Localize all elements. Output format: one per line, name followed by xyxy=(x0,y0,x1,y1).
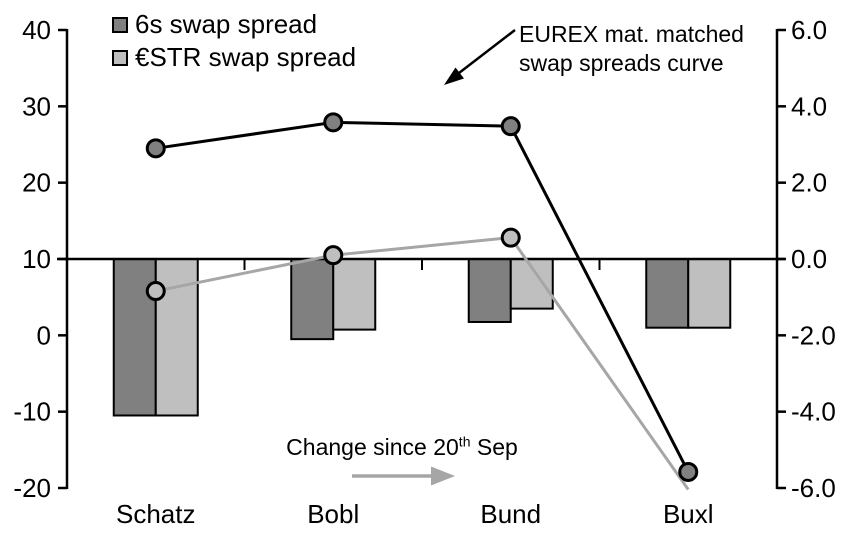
change-arrow-icon xyxy=(352,466,455,486)
left-axis-tick-label: 20 xyxy=(22,168,51,198)
left-axis-tick-label: -10 xyxy=(13,397,51,427)
category-label: Buxl xyxy=(663,499,714,529)
legend-swatch-estr xyxy=(112,49,128,66)
curve-annotation-arrow-icon xyxy=(444,29,516,85)
change-since-label: Change since 20th Sep xyxy=(286,434,518,461)
data-point-marker xyxy=(145,281,166,302)
data-point-marker xyxy=(500,116,521,137)
right-axis-tick-label: -6.0 xyxy=(791,473,836,503)
legend-label-6s: 6s swap spread xyxy=(135,9,318,39)
left-axis-tick-label: 40 xyxy=(22,15,51,45)
data-point-marker xyxy=(323,245,344,266)
legend-item-estr: €STR swap spread xyxy=(112,41,356,74)
left-axis-tick-label: 10 xyxy=(22,244,51,274)
bar xyxy=(645,258,690,329)
curve-annotation: EUREX mat. matched swap spreads curve xyxy=(519,20,744,78)
data-point-marker xyxy=(500,227,521,248)
line-series-6s xyxy=(145,112,699,482)
data-point-marker xyxy=(323,112,344,133)
line-series-estr xyxy=(145,227,690,491)
right-axis-tick-label: 2.0 xyxy=(791,168,827,198)
arrow-shaft xyxy=(458,29,516,74)
bar xyxy=(112,258,157,417)
bar xyxy=(290,258,335,341)
data-point-marker xyxy=(678,461,699,482)
right-axis-tick-label: 0.0 xyxy=(791,244,827,274)
left-axis-tick-label: 0 xyxy=(37,320,51,350)
bar-series-estr xyxy=(154,258,732,417)
chart-legend: 6s swap spread €STR swap spread xyxy=(112,8,356,74)
legend-item-6s: 6s swap spread xyxy=(112,8,356,41)
left-axis-tick-label: -20 xyxy=(13,473,51,503)
bar xyxy=(332,258,377,331)
data-point-marker xyxy=(145,138,166,159)
right-axis-tick-label: 4.0 xyxy=(791,91,827,121)
bar xyxy=(687,258,732,329)
legend-label-estr: €STR swap spread xyxy=(135,42,357,72)
category-label: Bund xyxy=(480,499,541,529)
arrow-head xyxy=(444,67,464,85)
change-since-prefix: Change since 20 xyxy=(286,434,459,460)
change-since-suffix: Sep xyxy=(470,434,518,460)
curve-annotation-line2: swap spreads curve xyxy=(519,50,724,76)
bar xyxy=(467,258,512,323)
line-path xyxy=(155,120,690,473)
category-label: Bobl xyxy=(307,499,359,529)
bar-groups xyxy=(112,258,732,417)
arrow-head xyxy=(431,466,455,486)
left-axis-tick-label: 30 xyxy=(22,91,51,121)
category-label: Schatz xyxy=(116,499,196,529)
right-axis-tick-label: 6.0 xyxy=(791,15,827,45)
axes: 403020100-10-206.04.02.00.0-2.0-4.0-6.0S… xyxy=(13,15,835,529)
curve-annotation-line1: EUREX mat. matched xyxy=(519,21,744,47)
legend-swatch-6s xyxy=(112,16,128,33)
right-axis-tick-label: -4.0 xyxy=(791,397,836,427)
line-path xyxy=(155,236,690,491)
change-since-sup: th xyxy=(458,433,471,450)
right-axis-tick-label: -2.0 xyxy=(791,320,836,350)
